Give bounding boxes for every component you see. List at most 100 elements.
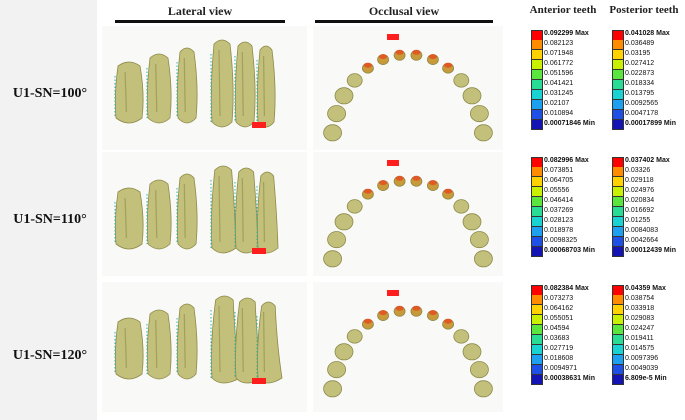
header-occlusal-underline [315, 20, 493, 23]
legend-color-swatch [612, 227, 624, 237]
tooth-groove [124, 327, 127, 369]
lateral-teeth-group [114, 39, 276, 128]
legend-value-label: 0.0094971 [544, 365, 578, 372]
legend-value-label: 0.031245 [544, 90, 574, 97]
legend-color-swatch [531, 345, 543, 355]
tooth-crown [334, 87, 354, 105]
legend-color-swatch [612, 315, 624, 325]
legend-color-swatch [531, 60, 543, 70]
legend-value-label: 0.027719 [544, 345, 574, 352]
legend-value-label: 0.05556 [544, 187, 570, 194]
legend-value-label: 0.00068703 Min [544, 247, 595, 254]
tooth-crown [453, 73, 470, 88]
tooth-crown [346, 329, 363, 344]
legend-value-label: 0.073273 [544, 295, 574, 302]
stress-hotspot [379, 310, 388, 316]
legend-value-label: 0.00071846 Min [544, 120, 595, 127]
tooth-crown [346, 73, 363, 88]
tooth-groove [183, 313, 186, 369]
legend-color-swatch [612, 70, 624, 80]
legend-color-swatch [531, 80, 543, 90]
tooth-crown [473, 124, 493, 142]
legend-value-label: 0.018978 [544, 227, 574, 234]
legend-value-label: 0.0097396 [625, 355, 659, 362]
legend-value-label: 0.010894 [544, 110, 574, 117]
legend-value-label: 0.04594 [544, 325, 570, 332]
tooth-shape [176, 173, 198, 250]
row-label-110: U1-SN=110° [13, 212, 87, 227]
legend-value-label: 0.029083 [625, 315, 655, 322]
tooth-crown [346, 199, 363, 214]
legend-value-label: 0.041028 Max [625, 30, 670, 37]
legend-color-swatch [531, 187, 543, 197]
lateral-teeth-model [114, 165, 279, 254]
legend-color-swatch [531, 207, 543, 217]
tooth-crown [334, 343, 354, 361]
legend-value-label: 0.013795 [625, 90, 655, 97]
legend-value-label: 0.01255 [625, 217, 651, 224]
stress-hotspot [412, 49, 421, 55]
tooth-shape [146, 53, 172, 124]
stress-hotspot [363, 62, 372, 68]
legend-color-swatch [612, 40, 624, 50]
legend-value-label: 6.809e-5 Min [625, 375, 667, 382]
legend-color-swatch [531, 40, 543, 50]
legend-color-swatch [531, 197, 543, 207]
legend-value-label: 0.038754 [625, 295, 655, 302]
legend-color-swatch [531, 100, 543, 110]
tooth-groove [263, 311, 265, 373]
legend-value-label: 0.04359 Max [625, 285, 666, 292]
tooth-crown [462, 343, 482, 361]
legend-color-swatch [612, 355, 624, 365]
legend-value-label: 0.082384 Max [544, 285, 589, 292]
legend-color-swatch [531, 167, 543, 177]
legend-color-swatch [612, 120, 624, 130]
legend-color-swatch [531, 325, 543, 335]
legend-color-swatch [612, 187, 624, 197]
max-marker [252, 122, 266, 128]
row-label-band [0, 0, 97, 420]
tooth-groove [241, 307, 244, 373]
legend-value-label: 0.051596 [544, 70, 574, 77]
legend-color-swatch [612, 345, 624, 355]
legend-color-swatch [612, 167, 624, 177]
stress-hotspot [379, 180, 388, 186]
legend-value-label: 0.022873 [625, 70, 655, 77]
legend-color-swatch [612, 217, 624, 227]
stress-hotspot [395, 305, 404, 311]
legend-value-label: 0.03683 [544, 335, 570, 342]
tooth-crown [334, 213, 354, 231]
legend-value-label: 0.0084083 [625, 227, 659, 234]
legend-color-swatch [531, 365, 543, 375]
tooth-shape [256, 45, 276, 128]
legend-color-swatch [531, 177, 543, 187]
legend-color-swatch [612, 50, 624, 60]
legend-color-swatch [612, 177, 624, 187]
lateral-teeth-model [114, 39, 276, 128]
lateral-panel-row1 [102, 26, 307, 150]
occlusal-arch-model [323, 290, 493, 398]
occlusal-arch-model [323, 34, 493, 142]
legend-value-label: 0.019411 [625, 335, 654, 342]
legend-color-swatch [612, 207, 624, 217]
legend-color-swatch [612, 305, 624, 315]
max-marker [252, 248, 266, 254]
legend-value-label: 0.071948 [544, 50, 574, 57]
tooth-shape [210, 39, 234, 128]
lateral-teeth-model [114, 295, 283, 384]
legend-color-swatch [531, 305, 543, 315]
legend-color-swatch [531, 120, 543, 130]
legend-value-label: 0.00038631 Min [544, 375, 595, 382]
tooth-crown [323, 380, 343, 398]
tooth-crown [327, 361, 347, 379]
stress-hotspot [395, 175, 404, 181]
legend-value-label: 0.082123 [544, 40, 574, 47]
stress-hotspot [395, 49, 404, 55]
legend-color-swatch [612, 60, 624, 70]
legend-color-swatch [612, 247, 624, 257]
legend-color-swatch [612, 295, 624, 305]
header-occlusal-view: Occlusal view [368, 4, 440, 18]
legend-value-label: 0.018608 [544, 355, 574, 362]
legend-color-swatch [531, 355, 543, 365]
row-label-100: U1-SN=100° [12, 86, 88, 101]
